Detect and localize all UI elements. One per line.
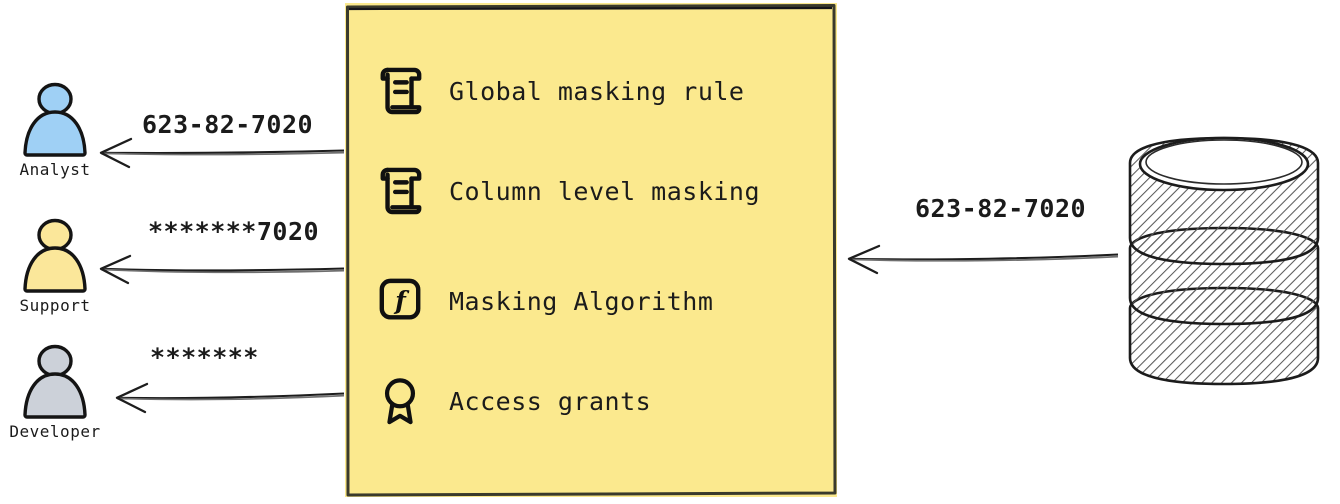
- policy-item-global-masking-rule[interactable]: Global masking rule: [377, 65, 744, 117]
- arrow-to-analyst: [99, 137, 345, 169]
- svg-text:f: f: [393, 286, 410, 315]
- masking-policy-panel: Global masking rule Column level masking…: [345, 3, 837, 497]
- scroll-icon: [380, 67, 422, 115]
- policy-item-column-level-masking[interactable]: Column level masking: [377, 165, 760, 217]
- user-icon: [23, 82, 87, 157]
- arrow-from-database: [847, 244, 1119, 275]
- policy-item-label: Global masking rule: [449, 76, 745, 106]
- flow-label-support: *******7020: [148, 217, 320, 246]
- policy-item-label: Access grants: [449, 386, 652, 416]
- policy-item-access-grants[interactable]: Access grants: [377, 375, 651, 427]
- flow-label-source: 623-82-7020: [915, 194, 1087, 223]
- policy-item-label: Masking Algorithm: [449, 286, 714, 316]
- actor-support[interactable]: Support: [0, 218, 110, 314]
- policy-item-label: Column level masking: [449, 176, 761, 206]
- award-icon: [384, 378, 416, 425]
- actor-analyst[interactable]: Analyst: [0, 82, 110, 178]
- actor-label: Developer: [9, 422, 101, 441]
- arrow-to-support: [99, 254, 345, 285]
- actor-label: Support: [19, 296, 91, 315]
- user-icon: [23, 344, 87, 419]
- flow-label-developer: *******: [150, 343, 259, 372]
- user-icon: [23, 218, 87, 293]
- policy-item-masking-algorithm[interactable]: f Masking Algorithm: [377, 275, 713, 327]
- flow-label-analyst: 623-82-7020: [142, 110, 314, 139]
- actor-label: Analyst: [19, 160, 91, 179]
- function-icon: f: [379, 278, 421, 320]
- arrow-to-developer: [115, 382, 345, 414]
- scroll-icon: [380, 167, 422, 215]
- database-icon: [1128, 136, 1320, 386]
- actor-developer[interactable]: Developer: [0, 344, 110, 440]
